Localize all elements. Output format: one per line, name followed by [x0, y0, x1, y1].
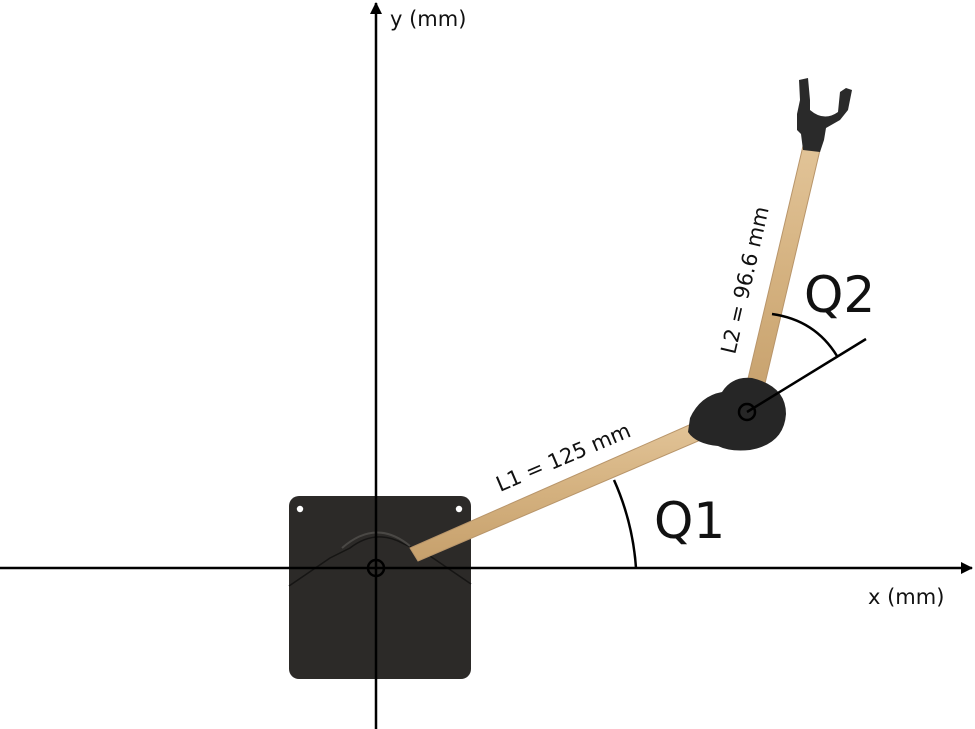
q2-reference-line	[746, 337, 867, 414]
elbow-pivot-circle	[737, 402, 757, 422]
q2-label: Q2	[804, 266, 875, 324]
base-pivot-circle	[366, 558, 386, 578]
q1-arc	[612, 479, 638, 569]
base-motor	[288, 496, 472, 679]
elbow-joint	[688, 377, 786, 451]
base-plate	[289, 496, 471, 679]
mount-hole-left	[296, 505, 304, 513]
gripper-fork	[797, 78, 852, 152]
q1-label: Q1	[654, 492, 725, 550]
elbow-housing	[688, 377, 786, 451]
gripper	[797, 78, 852, 152]
mount-hole-right	[455, 505, 463, 513]
y-axis-label: y (mm)	[390, 7, 466, 31]
x-axis-label: x (mm)	[868, 585, 944, 609]
q2-arc	[771, 312, 839, 357]
